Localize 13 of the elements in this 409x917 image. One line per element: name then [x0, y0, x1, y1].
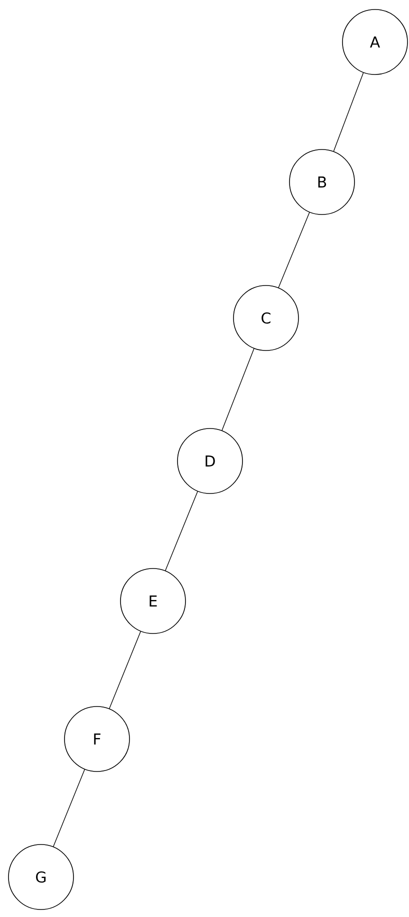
- connector-line: [53, 769, 85, 847]
- circle-node: D: [177, 428, 243, 494]
- circle-node: C: [233, 285, 299, 351]
- connector-line: [222, 348, 254, 431]
- circle-node: G: [8, 844, 74, 910]
- circle-node: F: [64, 706, 130, 772]
- circle-node: B: [289, 149, 355, 215]
- circle-node: E: [120, 568, 186, 634]
- connector-line: [165, 491, 198, 571]
- connector-line: [278, 212, 310, 288]
- circle-node: A: [342, 9, 408, 75]
- connector-line: [109, 631, 141, 709]
- connector-line: [333, 72, 364, 152]
